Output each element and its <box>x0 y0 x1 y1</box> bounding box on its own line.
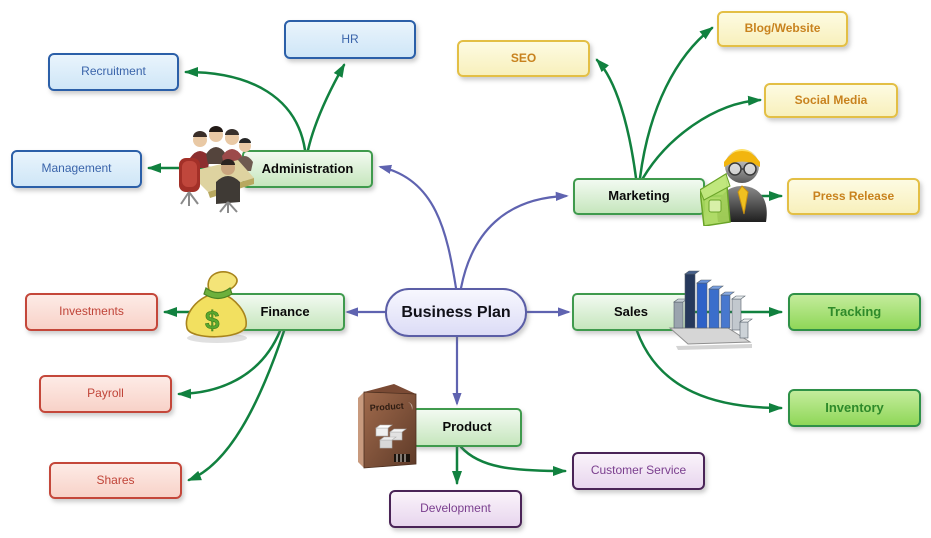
node-inventory[interactable]: Inventory <box>788 389 921 427</box>
bar-chart-icon <box>668 270 753 350</box>
node-shares[interactable]: Shares <box>49 462 182 499</box>
node-hr-label: HR <box>341 31 359 46</box>
node-finance-label: Finance <box>260 303 310 319</box>
node-social-media[interactable]: Social Media <box>764 83 898 118</box>
node-social-media-label: Social Media <box>794 92 868 107</box>
node-business-plan-label: Business Plan <box>401 303 511 321</box>
node-recruitment[interactable]: Recruitment <box>48 53 179 91</box>
meeting-icon <box>179 126 254 213</box>
node-management-label: Management <box>41 161 112 176</box>
node-investments-label: Investments <box>59 304 124 319</box>
node-development[interactable]: Development <box>389 490 522 528</box>
node-administration[interactable]: Administration <box>242 150 373 188</box>
marketing-person-icon <box>700 149 767 226</box>
node-inventory-label: Inventory <box>825 399 884 415</box>
node-sales-label: Sales <box>614 303 648 319</box>
node-management[interactable]: Management <box>11 150 142 188</box>
node-seo[interactable]: SEO <box>457 40 590 77</box>
node-press-release-label: Press Release <box>812 188 895 203</box>
node-investments[interactable]: Investments <box>25 293 158 331</box>
node-blog-website-label: Blog/Website <box>744 21 821 36</box>
node-blog-website[interactable]: Blog/Website <box>717 11 848 47</box>
node-finance[interactable]: Finance <box>225 293 345 331</box>
node-product-label: Product <box>442 419 492 435</box>
node-tracking[interactable]: Tracking <box>788 293 921 331</box>
node-development-label: Development <box>420 501 491 516</box>
node-payroll-label: Payroll <box>87 386 124 401</box>
dollar-symbol: $ <box>205 305 220 335</box>
node-product[interactable]: Product <box>412 408 522 447</box>
node-press-release[interactable]: Press Release <box>787 178 920 215</box>
center-branch-connectors <box>345 164 571 406</box>
node-marketing-label: Marketing <box>608 188 670 204</box>
node-hr[interactable]: HR <box>284 20 416 59</box>
node-customer-service-label: Customer Service <box>590 463 687 478</box>
product-box-title: Product <box>369 401 404 413</box>
node-administration-label: Administration <box>261 160 354 176</box>
node-business-plan[interactable]: Business Plan <box>385 288 527 337</box>
node-payroll[interactable]: Payroll <box>39 375 172 413</box>
money-bag-icon: $ <box>185 270 247 343</box>
product-box-icon: Product <box>358 384 417 469</box>
node-sales[interactable]: Sales <box>572 293 690 331</box>
node-shares-label: Shares <box>96 472 135 487</box>
node-recruitment-label: Recruitment <box>81 64 146 79</box>
node-tracking-label: Tracking <box>827 303 882 319</box>
node-seo-label: SEO <box>510 50 537 65</box>
node-marketing[interactable]: Marketing <box>573 178 705 215</box>
node-customer-service[interactable]: Customer Service <box>572 452 705 490</box>
